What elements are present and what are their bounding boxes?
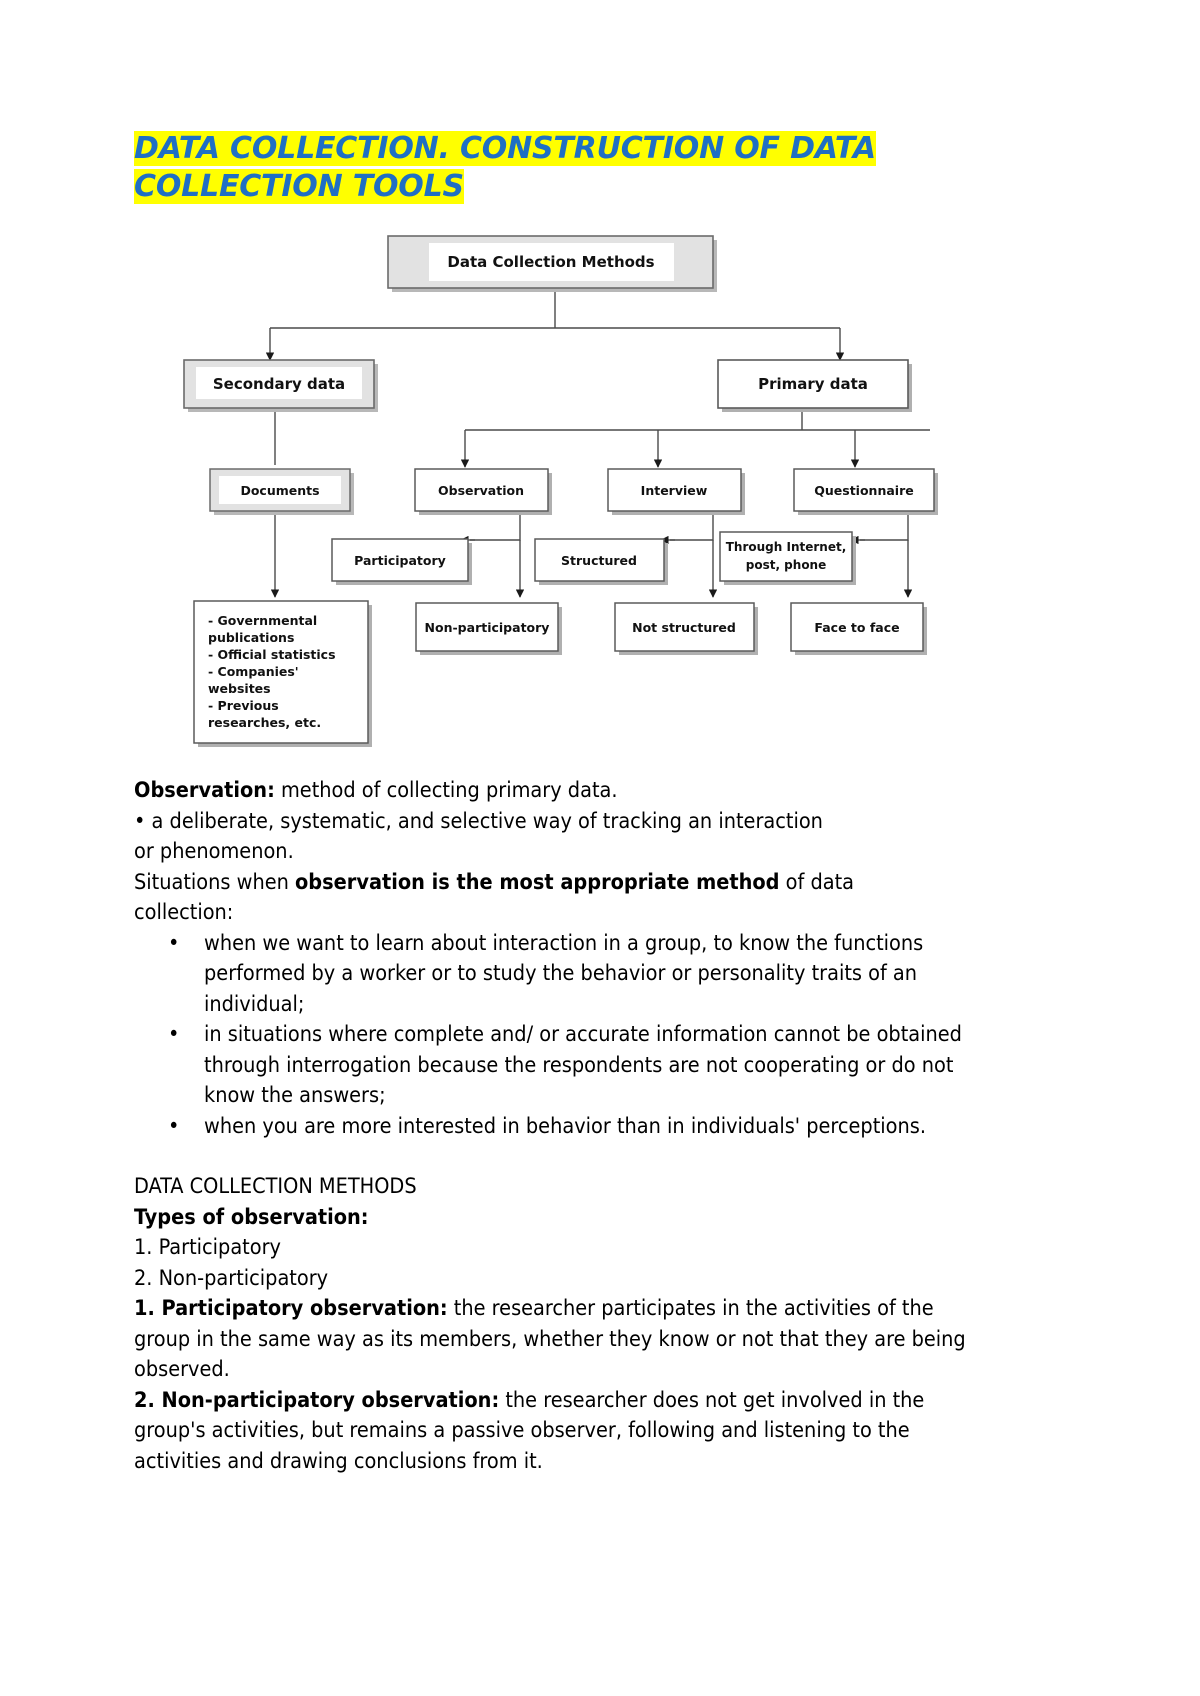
list-item-text: when we want to learn about interaction … xyxy=(204,930,924,1017)
svg-text:Structured: Structured xyxy=(561,553,637,568)
bullet-icon: • xyxy=(168,1113,180,1139)
data-collection-methods-diagram: Data Collection Methods Secondary data P… xyxy=(130,225,990,755)
situations-list: • when we want to learn about interactio… xyxy=(134,929,994,1143)
participatory-definition-text: the researcher participates in the activ… xyxy=(134,1296,966,1382)
svg-text:Secondary data: Secondary data xyxy=(213,375,345,393)
list-item-text: in situations where complete and/ or acc… xyxy=(204,1022,962,1108)
heading-data-collection-methods: DATA COLLECTION METHODS xyxy=(134,1174,417,1199)
heading-types-of-observation: Types of observation: xyxy=(134,1204,369,1230)
svg-text:Documents: Documents xyxy=(240,483,319,498)
svg-text:Not structured: Not structured xyxy=(632,620,736,635)
diagram-node-root: Data Collection Methods xyxy=(387,235,717,292)
svg-text:Interview: Interview xyxy=(641,483,708,498)
observation-label: Observation: xyxy=(134,778,275,803)
list-item: • when you are more interested in behavi… xyxy=(168,1112,994,1143)
diagram-node-documents: Documents xyxy=(209,468,354,515)
observation-type-1: 1. Participatory xyxy=(134,1235,281,1260)
page-title: DATA COLLECTION. CONSTRUCTION OF DATA CO… xyxy=(134,130,934,206)
bullet-icon: • xyxy=(168,1022,180,1047)
svg-text:Through Internet,: Through Internet, xyxy=(726,540,847,554)
list-item: • when we want to learn about interactio… xyxy=(168,929,994,1021)
svg-text:Non-participatory: Non-participatory xyxy=(425,620,550,635)
svg-text:Primary data: Primary data xyxy=(758,375,868,393)
observation-definition: Observation: method of collecting primar… xyxy=(134,776,994,807)
svg-text:Data Collection Methods: Data Collection Methods xyxy=(447,253,654,271)
observation-bullet-line-2: or phenomenon. xyxy=(134,839,294,864)
situations-bold: observation is the most appropriate meth… xyxy=(295,869,780,895)
svg-text:Participatory: Participatory xyxy=(354,553,446,568)
body-text: Observation: method of collecting primar… xyxy=(134,776,994,1477)
participatory-definition: 1. Participatory observation: the resear… xyxy=(134,1294,994,1386)
diagram-node-primary-data: Primary data xyxy=(717,359,912,412)
page-title-line-2: COLLECTION TOOLS xyxy=(134,169,464,204)
list-item-text: when you are more interested in behavior… xyxy=(204,1113,926,1139)
section-spacer xyxy=(134,1142,994,1172)
diagram-node-participatory: Participatory xyxy=(331,538,472,585)
page-title-line-1: DATA COLLECTION. CONSTRUCTION OF DATA xyxy=(134,131,876,166)
svg-text:Face to face: Face to face xyxy=(814,620,899,635)
svg-text:post, phone: post, phone xyxy=(746,558,827,572)
situations-post: of data xyxy=(779,869,855,895)
diagram-node-structured: Structured xyxy=(534,538,668,585)
situations-intro-cont: collection: xyxy=(134,900,234,925)
observation-type-2: 2. Non-participatory xyxy=(134,1265,329,1291)
diagram-node-observation: Observation xyxy=(414,468,552,515)
diagram-node-face-to-face: Face to face xyxy=(790,602,927,655)
participatory-definition-label: 1. Participatory observation: xyxy=(134,1296,448,1321)
diagram-node-through-internet: Through Internet, post, phone xyxy=(719,531,856,585)
non-participatory-definition-text: the researcher does not get involved in … xyxy=(134,1387,925,1474)
svg-text:- Governmental publi: - Governmental publications - Official s… xyxy=(208,613,340,730)
svg-text:Questionnaire: Questionnaire xyxy=(814,483,913,498)
non-participatory-definition: 2. Non-participatory observation: the re… xyxy=(134,1386,994,1478)
diagram-node-non-participatory: Non-participatory xyxy=(415,602,562,655)
situations-intro: Situations when observation is the most … xyxy=(134,868,994,899)
non-participatory-definition-label: 2. Non-participatory observation: xyxy=(134,1387,500,1413)
diagram-node-secondary-data: Secondary data xyxy=(183,359,378,412)
observation-rest: method of collecting primary data. xyxy=(274,778,618,803)
diagram-node-questionnaire: Questionnaire xyxy=(793,468,938,515)
list-item: • in situations where complete and/ or a… xyxy=(168,1020,994,1112)
diagram-node-interview: Interview xyxy=(607,468,745,515)
bullet-icon: • xyxy=(168,930,180,956)
diagram-node-not-structured: Not structured xyxy=(614,602,758,655)
svg-text:Observation: Observation xyxy=(438,483,524,498)
diagram-node-documents-list: - Governmental publications - Official s… xyxy=(193,600,372,747)
situations-pre: Situations when xyxy=(134,869,296,895)
observation-bullet-line-1: • a deliberate, systematic, and selectiv… xyxy=(134,808,823,834)
